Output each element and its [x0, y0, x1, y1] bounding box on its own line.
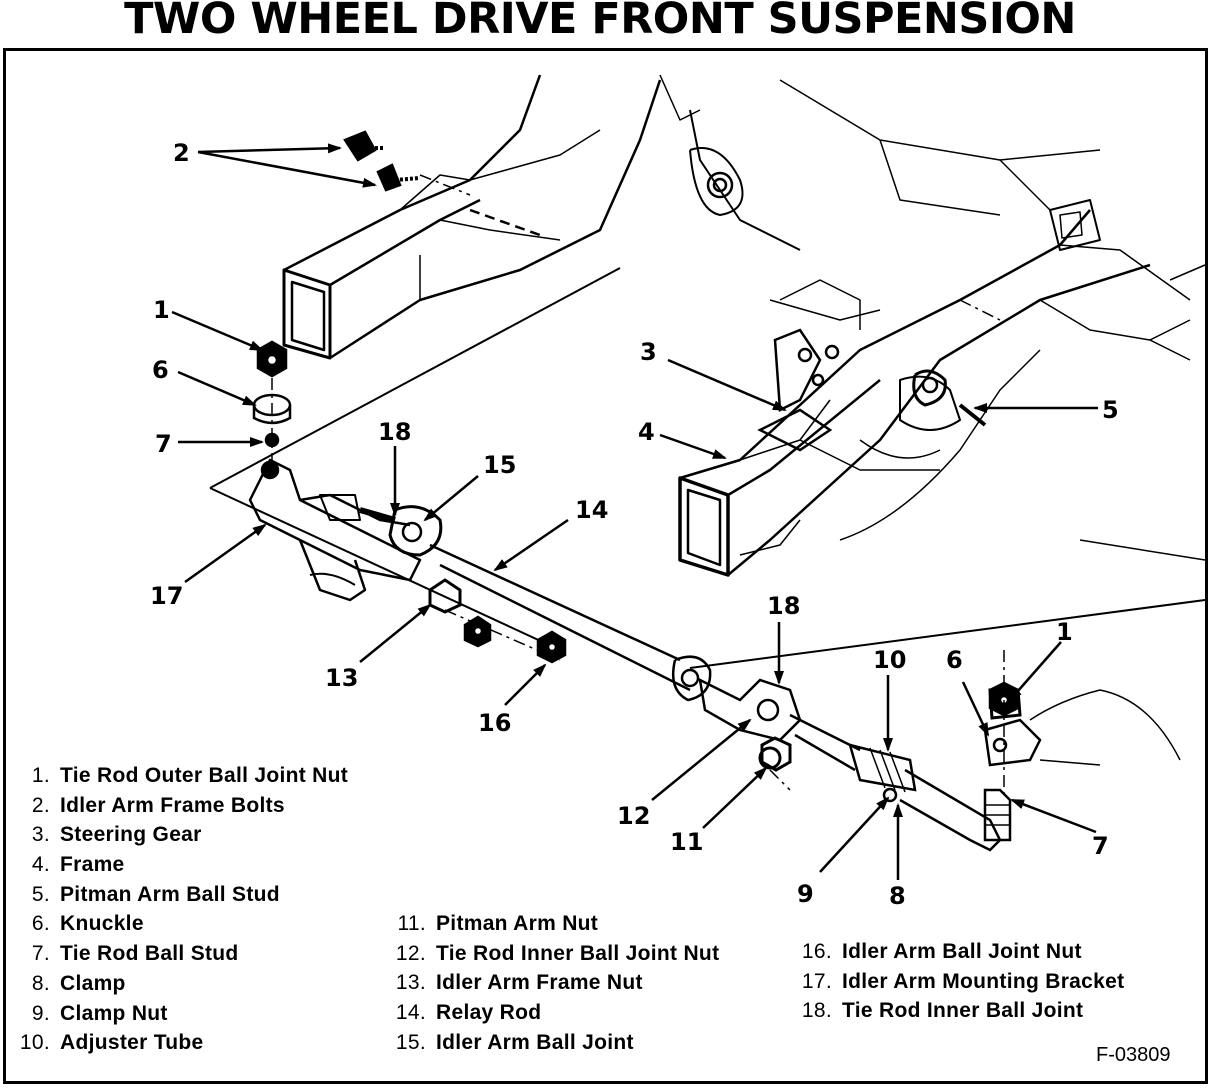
legend-text: Knuckle — [60, 912, 144, 936]
legend-text: Clamp Nut — [60, 1001, 168, 1025]
callout-16: 16 — [478, 709, 511, 737]
legend-item: 14. Relay Rod — [390, 1001, 719, 1031]
legend-column-2: 11. Pitman Arm Nut 12. Tie Rod Inner Ball … — [390, 912, 719, 1060]
legend-text: Steering Gear — [60, 823, 202, 847]
diagram-border — [3, 48, 1208, 1084]
legend-num: 14. — [395, 1001, 426, 1025]
legend-num: 8. — [31, 971, 50, 995]
legend-num: 1. — [31, 764, 50, 787]
callout-10: 10 — [873, 646, 906, 674]
callout-4: 4 — [638, 418, 655, 446]
legend-item: 4. Frame — [12, 853, 348, 883]
legend-num: 5. — [31, 882, 50, 906]
legend-num: 3. — [31, 823, 50, 847]
legend-text: Clamp — [60, 971, 126, 995]
legend-text: Tie Rod Outer Ball Joint Nut — [60, 764, 349, 787]
callout-1b: 1 — [1056, 618, 1073, 646]
legend-item: 11. Pitman Arm Nut — [390, 912, 719, 942]
steering-gear — [757, 328, 987, 452]
legend-text: Frame — [60, 853, 125, 877]
callout-18: 18 — [378, 418, 411, 446]
legend-text: Idler Arm Frame Nut — [436, 971, 643, 995]
legend-text: Tie Rod Inner Ball Joint — [842, 999, 1084, 1023]
legend-item: 16. Idler Arm Ball Joint Nut — [796, 940, 1124, 970]
legend-item: 7. Tie Rod Ball Stud — [12, 942, 348, 972]
legend-item: 13. Idler Arm Frame Nut — [390, 971, 719, 1001]
legend-item: 8. Clamp — [12, 972, 348, 1002]
legend-text: Relay Rod — [436, 1001, 542, 1025]
callout-12: 12 — [617, 802, 650, 830]
diagram-title: TWO WHEEL DRIVE FRONT SUSPENSION — [124, 0, 1076, 44]
figure-id: F-03809 — [1096, 1044, 1171, 1066]
legend-num: 10. — [19, 1031, 50, 1055]
legend-item: 12. Tie Rod Inner Ball Joint Nut — [390, 942, 719, 972]
callout-13: 13 — [325, 664, 358, 692]
callout-labels: 2 1 6 7 18 15 14 17 13 16 3 4 5 18 10 6 … — [150, 139, 1119, 910]
legend-text: Idler Arm Ball Joint Nut — [842, 940, 1082, 963]
callout-18b: 18 — [767, 592, 800, 620]
fasteners — [252, 130, 1020, 772]
ground-plane — [209, 267, 1206, 669]
legend-item: 5. Pitman Arm Ball Stud — [12, 883, 348, 913]
legend-num: 6. — [31, 912, 50, 936]
legend-item: 9. Clamp Nut — [12, 1002, 348, 1032]
legend-text: Pitman Arm Ball Stud — [60, 882, 280, 906]
callout-5: 5 — [1102, 396, 1119, 424]
callout-arrows — [171, 143, 1098, 880]
legend-text: Tie Rod Inner Ball Joint Nut — [436, 941, 720, 965]
tie-rod-right — [758, 713, 1012, 852]
callout-6b: 6 — [946, 646, 963, 674]
centerlines — [271, 174, 1005, 800]
legend-num: 2. — [31, 793, 50, 817]
legend-num: 15. — [395, 1030, 426, 1054]
right-frame-rail — [659, 74, 1206, 577]
legend-text: Adjuster Tube — [60, 1031, 204, 1055]
legend-item: 15. Idler Arm Ball Joint — [390, 1031, 719, 1061]
legend-text: Tie Rod Ball Stud — [60, 942, 239, 966]
callout-2: 2 — [173, 139, 190, 167]
callout-1: 1 — [153, 296, 170, 324]
callout-17: 17 — [150, 582, 183, 610]
relay-rod — [429, 543, 802, 742]
legend-text: Pitman Arm Nut — [436, 912, 599, 935]
callout-3: 3 — [640, 338, 657, 366]
idler-arm-assembly — [248, 458, 443, 602]
callout-9: 9 — [797, 880, 814, 908]
legend-column-3: 16. Idler Arm Ball Joint Nut 17. Idler Arm… — [796, 940, 1124, 1029]
left-frame-rail — [282, 74, 662, 360]
legend-item: 1. Tie Rod Outer Ball Joint Nut — [12, 764, 348, 794]
callout-6: 6 — [152, 356, 169, 384]
legend-item: 18. Tie Rod Inner Ball Joint — [796, 999, 1124, 1029]
legend-num: 16. — [801, 940, 832, 963]
legend-column-1: 1. Tie Rod Outer Ball Joint Nut 2. Idler A… — [12, 764, 348, 1061]
callout-11: 11 — [670, 828, 703, 856]
legend-text: Idler Arm Ball Joint — [436, 1030, 634, 1054]
callout-7b: 7 — [1092, 832, 1109, 860]
legend-text: Idler Arm Mounting Bracket — [842, 969, 1125, 993]
legend-num: 11. — [397, 912, 426, 935]
legend-num: 17. — [801, 969, 832, 993]
legend-num: 18. — [801, 999, 832, 1023]
callout-15: 15 — [483, 451, 516, 479]
callout-7: 7 — [155, 430, 172, 458]
legend-item: 17. Idler Arm Mounting Bracket — [796, 970, 1124, 1000]
legend-num: 7. — [31, 942, 50, 966]
legend-item: 3. Steering Gear — [12, 823, 348, 853]
legend-item: 2. Idler Arm Frame Bolts — [12, 794, 348, 824]
callout-14: 14 — [575, 496, 608, 524]
legend-text: Idler Arm Frame Bolts — [60, 793, 285, 817]
legend-num: 4. — [31, 853, 50, 877]
legend-item: 10. Adjuster Tube — [12, 1031, 348, 1061]
legend-num: 12. — [395, 941, 426, 965]
legend-num: 9. — [31, 1001, 50, 1025]
callout-8: 8 — [889, 882, 906, 910]
legend-num: 13. — [395, 971, 426, 995]
legend-item: 6. Knuckle — [12, 912, 348, 942]
